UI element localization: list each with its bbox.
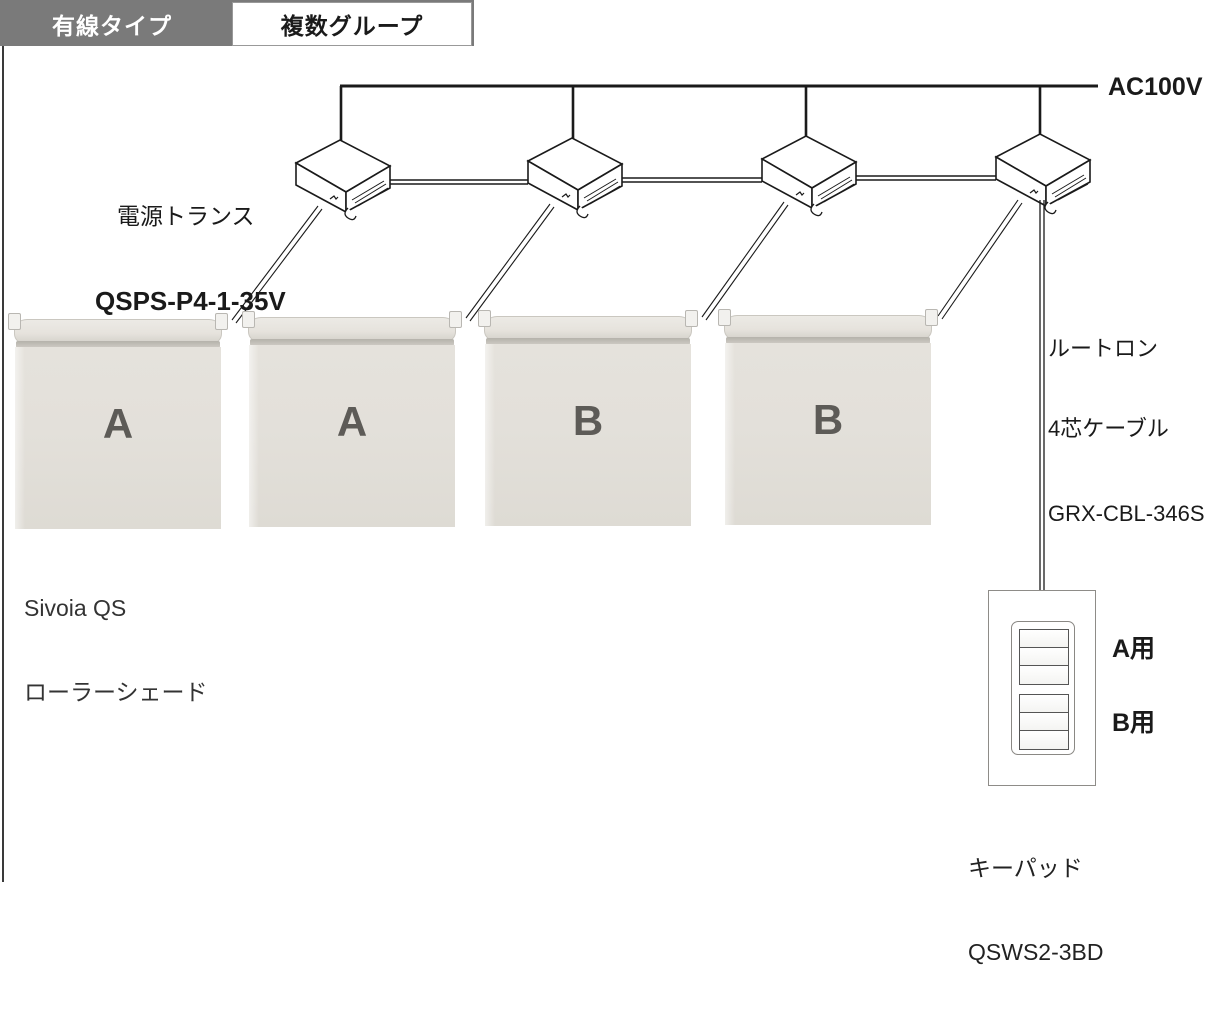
keypad-device[interactable] [988, 590, 1096, 786]
shade-name-jp: ローラーシェード [24, 679, 208, 706]
shade-bracket-right [925, 309, 938, 326]
keypad-model: QSWS2-3BD [968, 939, 1104, 966]
shade-rail-shadow [250, 339, 454, 346]
shade-rail-shadow [726, 337, 930, 344]
tab-multiple-groups[interactable]: 複数グループ [232, 2, 472, 46]
keypad-button-a1[interactable] [1020, 630, 1068, 648]
tab-bar-right-fill [474, 0, 1232, 46]
power-transformer-4 [994, 133, 1092, 215]
tab-multiple-groups-label: 複数グループ [280, 13, 424, 39]
tab-wired-type-label: 有線タイプ [52, 13, 172, 39]
shade-bracket-left [8, 313, 21, 330]
keypad-button-group-a[interactable] [1019, 629, 1069, 685]
diagram-canvas: 有線タイプ 複数グループ [0, 0, 1232, 965]
shade-group-letter: A [336, 398, 368, 445]
power-transformer-1 [294, 139, 392, 221]
shade-label: Sivoia QS ローラーシェード [24, 538, 208, 762]
shade-rail-shadow [16, 341, 220, 348]
roller-shade-3[interactable]: B [478, 310, 698, 526]
shade-group-letter: B [572, 397, 604, 444]
cable-type: 4芯ケーブル [1048, 416, 1169, 442]
shade-control-cables [231, 199, 1023, 324]
shade-fabric: A [15, 347, 221, 529]
shade-rail-shadow [486, 338, 690, 345]
keypad-group-a-label: A用 [1112, 635, 1156, 663]
keypad-button-a3[interactable] [1020, 666, 1068, 684]
roller-shade-2[interactable]: A [242, 311, 462, 527]
keypad-cable [1039, 200, 1045, 590]
keypad-button-a2[interactable] [1020, 648, 1068, 666]
cable-model: GRX-CBL-346S [1048, 500, 1205, 526]
shade-group-letter: A [102, 400, 134, 447]
power-transformer-3 [760, 135, 858, 217]
shade-fabric: B [725, 343, 931, 525]
shade-bracket-left [718, 309, 731, 326]
roller-shade-4[interactable]: B [718, 309, 938, 525]
cable-brand: ルートロン [1048, 335, 1159, 361]
shade-bracket-right [685, 310, 698, 327]
tab-wired-type[interactable]: 有線タイプ [28, 2, 196, 46]
transformer-name-jp: 電源トランス [117, 203, 255, 230]
keypad-button-group-b[interactable] [1019, 694, 1069, 750]
shade-bracket-left [478, 310, 491, 327]
power-transformer-2 [526, 137, 624, 219]
keypad-group-b-label: B用 [1112, 709, 1156, 737]
keypad-faceplate [1011, 621, 1075, 755]
shade-bracket-left [242, 311, 255, 328]
tab-bar: 有線タイプ 複数グループ [0, 0, 1232, 48]
ac-power-label: AC100V [1108, 73, 1203, 101]
ac-power-bus [339, 84, 1098, 152]
cable-label: ルートロン 4芯ケーブル GRX-CBL-346S [1048, 282, 1205, 581]
shade-fabric: B [485, 344, 691, 526]
shade-fabric: A [249, 345, 455, 527]
left-frame-rule [2, 46, 4, 882]
transformer-label: 電源トランス QSPS-P4-1-35V [95, 146, 286, 374]
wiring-layer [231, 84, 1098, 590]
keypad-button-b2[interactable] [1020, 713, 1068, 731]
keypad-button-b1[interactable] [1020, 695, 1068, 713]
shade-bracket-right [449, 311, 462, 328]
shade-bracket-right [215, 313, 228, 330]
keypad-button-b3[interactable] [1020, 731, 1068, 749]
shade-head-rail [484, 316, 692, 342]
roller-shade-1[interactable]: A [8, 313, 228, 529]
transformer-model: QSPS-P4-1-35V [95, 286, 286, 317]
keypad-label: キーパッド QSWS2-3BD [968, 798, 1103, 1022]
shade-group-letter: B [812, 396, 844, 443]
transformer-link-bus [388, 175, 996, 185]
keypad-name-jp: キーパッド [968, 855, 1083, 882]
shade-name-en: Sivoia QS [24, 595, 127, 622]
